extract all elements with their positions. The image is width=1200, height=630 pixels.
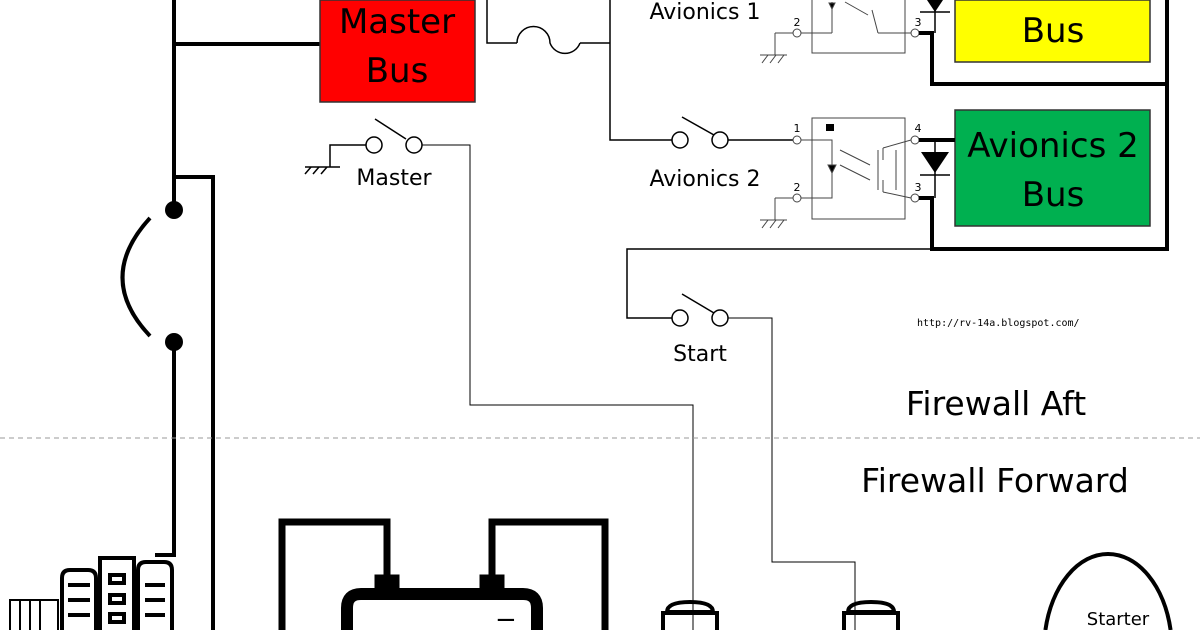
starter-contactor: [842, 599, 900, 630]
relay-1: [760, 0, 920, 64]
master-bus-label-2: Bus: [366, 51, 429, 91]
start-switch[interactable]: [626, 248, 1167, 630]
avionics-feed: [486, 0, 797, 141]
blog-url: http://rv-14a.blogspot.com/: [917, 318, 1080, 329]
diode-icon: [920, 0, 950, 13]
pin-label: 2: [794, 181, 801, 194]
firewall-aft-label: Firewall Aft: [906, 384, 1086, 423]
pin-label: 2: [794, 16, 801, 29]
avionics-2-switch-label: Avionics 2: [650, 167, 761, 192]
fuse-icon: [516, 25, 581, 55]
starter-label: Starter: [1087, 609, 1150, 630]
avionics-2-bus-label-2: Bus: [1022, 175, 1085, 215]
start-switch-label: Start: [673, 342, 727, 367]
battery: [278, 518, 609, 630]
firewall-forward-label: Firewall Forward: [861, 461, 1129, 500]
starter-motor: [1043, 552, 1173, 630]
master-switch[interactable]: [304, 118, 694, 630]
diode-icon: [920, 152, 950, 176]
relay-2: [760, 117, 920, 229]
avionics-2-bus-label: Avionics 2: [967, 126, 1138, 166]
master-contactor: [661, 599, 719, 630]
alternator-icon: [9, 556, 174, 630]
circuit-breaker-arc: [120, 216, 152, 338]
master-bus: Master Bus: [319, 0, 476, 103]
main-feeder: [120, 0, 320, 630]
pin-label: 3: [915, 181, 922, 194]
avionics-1-bus: Bus: [954, 0, 1151, 63]
avionics-1-bus-label: Bus: [1022, 11, 1085, 51]
battery-minus: −: [495, 605, 517, 630]
master-bus-label: Master: [339, 2, 455, 42]
breaker-terminal: [165, 333, 183, 351]
pin-label: 3: [915, 16, 922, 29]
avionics-1-switch-label: Avionics 1: [650, 0, 761, 25]
breaker-terminal: [165, 201, 183, 219]
avionics-2-switch[interactable]: [671, 116, 729, 149]
master-switch-label: Master: [356, 166, 432, 191]
avionics-2-bus: Avionics 2 Bus: [954, 109, 1151, 227]
pin-label: 1: [794, 122, 801, 135]
pin-label: 4: [915, 122, 922, 135]
